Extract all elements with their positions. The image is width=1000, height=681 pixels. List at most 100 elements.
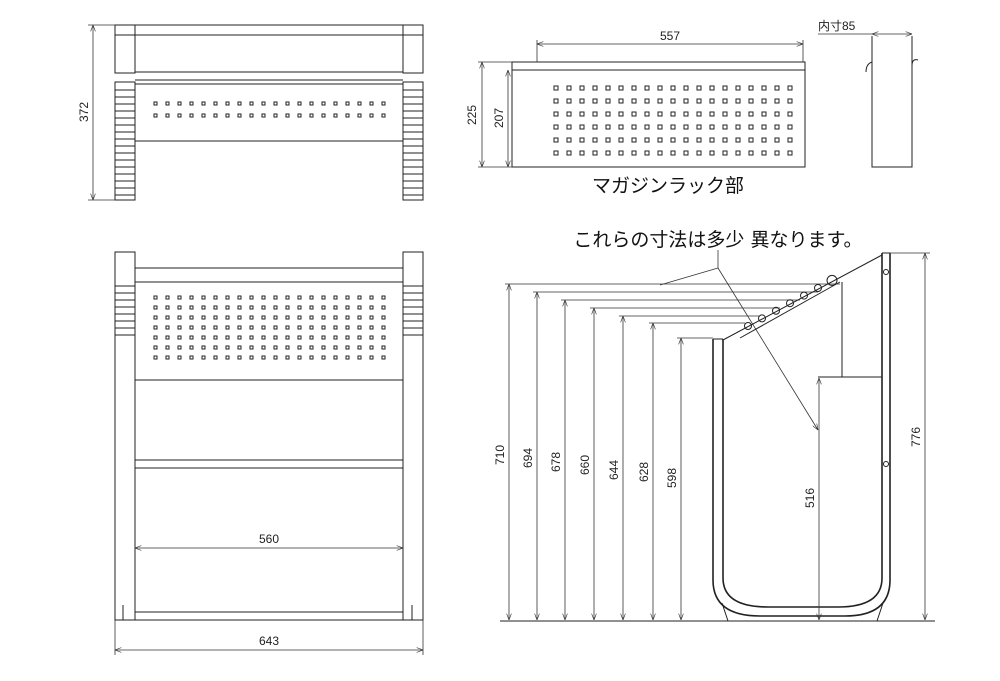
dim-678: 678 <box>549 452 563 472</box>
peg <box>800 291 808 300</box>
perforation-hole <box>787 85 793 91</box>
perforation-hole <box>381 345 386 350</box>
perforation-hole <box>774 137 780 143</box>
peg <box>758 314 766 323</box>
perforation-hole <box>566 150 572 156</box>
perforation-hole <box>670 85 676 91</box>
perforation-hole <box>237 315 242 320</box>
perforation-hole <box>579 150 585 156</box>
perforation-hole <box>153 345 158 350</box>
perforation-hole <box>618 137 624 143</box>
perforation-hole <box>333 345 338 350</box>
perforation-hole <box>285 325 290 330</box>
perforation-hole <box>631 111 637 117</box>
perforation-hole <box>748 124 754 130</box>
perforation-hole <box>285 355 290 360</box>
perforation-hole <box>165 335 170 340</box>
perforation-hole <box>683 137 689 143</box>
perforation-hole <box>285 113 290 118</box>
perforation-hole <box>683 98 689 104</box>
perforation-hole <box>761 137 767 143</box>
dim-372: 372 <box>77 102 91 122</box>
perforation-hole <box>153 295 158 300</box>
perforation-hole <box>709 111 715 117</box>
perforation-hole <box>579 137 585 143</box>
perforation-hole <box>722 137 728 143</box>
perforation-hole <box>201 113 206 118</box>
perforation-hole <box>761 85 767 91</box>
peg <box>826 274 838 286</box>
dim-598: 598 <box>665 468 679 488</box>
perforation-hole <box>618 124 624 130</box>
perforation-hole <box>201 325 206 330</box>
perforation-hole <box>213 315 218 320</box>
perforation-hole <box>579 111 585 117</box>
perforation-hole <box>774 98 780 104</box>
dim-516: 516 <box>803 488 817 508</box>
perforation-hole <box>177 335 182 340</box>
perforation-hole <box>225 295 230 300</box>
perforation-hole <box>761 111 767 117</box>
perforation-hole <box>553 98 559 104</box>
perforation-hole <box>249 295 254 300</box>
perforation-hole <box>748 85 754 91</box>
perforation-hole <box>566 98 572 104</box>
perforation-hole <box>381 325 386 330</box>
perforation-hole <box>683 150 689 156</box>
perforation-hole <box>381 355 386 360</box>
perforation-hole <box>735 150 741 156</box>
perforation-hole <box>225 113 230 118</box>
perforation-hole <box>177 315 182 320</box>
perforation-hole <box>774 85 780 91</box>
perforation-hole <box>357 335 362 340</box>
perforation-hole <box>285 315 290 320</box>
perforation-hole <box>237 325 242 330</box>
perforation-hole <box>321 101 326 106</box>
dim-710: 710 <box>493 445 507 465</box>
perforation-hole <box>237 101 242 106</box>
perforation-hole <box>369 101 374 106</box>
perforation-hole <box>261 315 266 320</box>
perforation-hole <box>249 325 254 330</box>
perforation-hole <box>225 345 230 350</box>
perforation-hole <box>177 355 182 360</box>
perforation-hole <box>261 345 266 350</box>
dim-776: 776 <box>909 427 923 447</box>
perforation-hole <box>657 111 663 117</box>
perforation-hole <box>189 325 194 330</box>
perforation-hole <box>225 305 230 310</box>
perforation-hole <box>321 295 326 300</box>
perforation-hole <box>309 295 314 300</box>
perforation-hole <box>165 315 170 320</box>
peg <box>744 322 752 330</box>
perforation-hole <box>165 355 170 360</box>
perforation-hole <box>381 113 386 118</box>
perforation-hole <box>553 124 559 130</box>
perforation-hole <box>592 150 598 156</box>
perforation-hole <box>309 335 314 340</box>
perforation-hole <box>333 315 338 320</box>
perforation-hole <box>369 295 374 300</box>
perforation-hole <box>273 335 278 340</box>
perforation-hole <box>774 124 780 130</box>
perforation-hole <box>644 137 650 143</box>
perforation-hole <box>345 355 350 360</box>
perforation-hole <box>735 124 741 130</box>
perforation-hole <box>657 137 663 143</box>
dim-inner-85: 内寸85 <box>818 19 856 33</box>
perforation-hole <box>285 101 290 106</box>
perforation-hole <box>381 335 386 340</box>
perforation-hole <box>592 85 598 91</box>
perforation-hole <box>787 124 793 130</box>
perforation-hole <box>709 98 715 104</box>
perforation-hole <box>774 150 780 156</box>
perforation-hole <box>249 305 254 310</box>
perforation-hole <box>683 85 689 91</box>
perforation-hole <box>201 335 206 340</box>
perforation-hole <box>381 305 386 310</box>
perforation-hole <box>297 325 302 330</box>
perforation-hole <box>189 295 194 300</box>
perforation-hole <box>165 325 170 330</box>
perforation-hole <box>631 85 637 91</box>
